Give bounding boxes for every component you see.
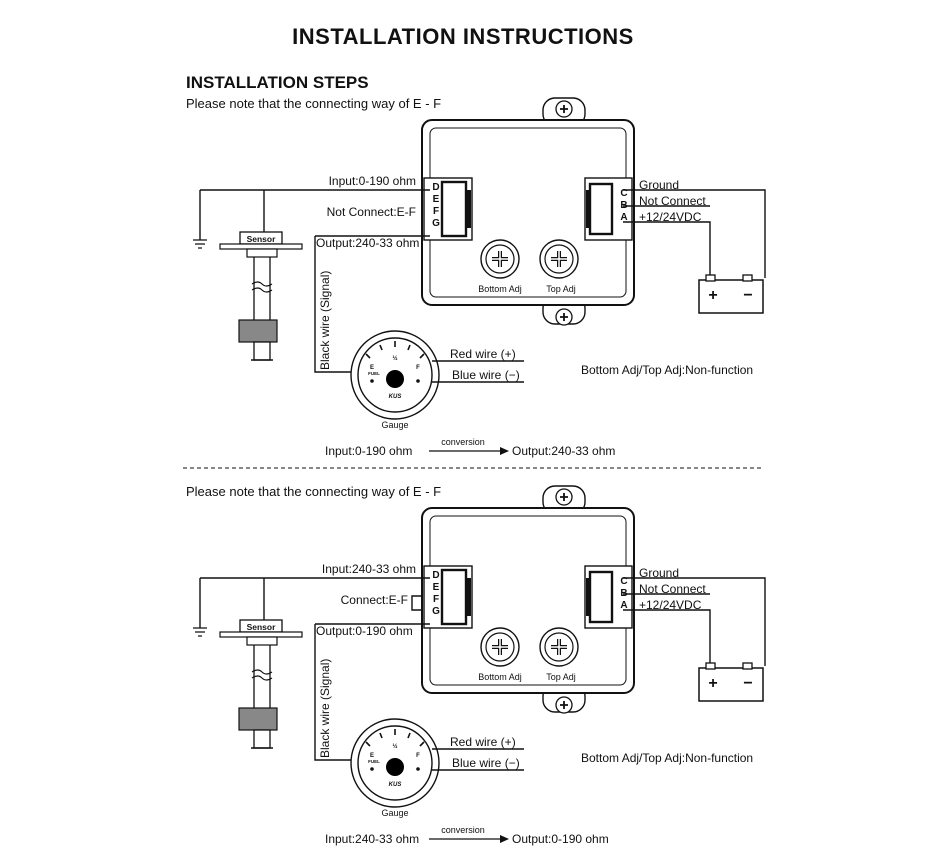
- ground-label: Ground: [639, 566, 679, 580]
- ground-label: Ground: [639, 178, 679, 192]
- not-connect-label: Not Connect: [639, 582, 706, 596]
- mounting-screw-icon: [555, 308, 573, 326]
- output-label: Output:240-33 ohm: [316, 236, 419, 250]
- red-wire-label: Red wire (+): [450, 735, 516, 749]
- top-adj-label: Top Adj: [546, 672, 576, 682]
- output-label: Output:0-190 ohm: [316, 624, 413, 638]
- fuel-gauge-icon: [350, 330, 440, 420]
- bottom-adj-knob-icon: [480, 627, 520, 667]
- gauge-full-mark: F: [416, 365, 420, 371]
- gauge-half-mark: ½: [392, 355, 397, 362]
- power-label: +12/24VDC: [639, 598, 702, 612]
- red-wire-label: Red wire (+): [450, 347, 516, 361]
- fuel-gauge-icon: [350, 718, 440, 808]
- bottom-adj-label: Bottom Adj: [478, 672, 522, 682]
- battery-minus-label: −: [743, 287, 752, 304]
- conversion-from: Input:0-190 ohm: [325, 444, 412, 458]
- wire-signal: [314, 235, 430, 373]
- wire-ground: [623, 189, 766, 278]
- fuel-sensor-icon: [219, 619, 303, 749]
- top-adj-knob-icon: [539, 239, 579, 279]
- gauge-label: Gauge: [381, 420, 408, 430]
- power-label: +12/24VDC: [639, 210, 702, 224]
- section-title: INSTALLATION STEPS: [186, 73, 369, 92]
- gauge-brand-logo: KUS: [389, 782, 402, 788]
- ef-connection-label: Connect:E-F: [341, 593, 408, 607]
- battery-plus-label: +: [708, 287, 717, 304]
- gauge-half-mark: ½: [392, 743, 397, 750]
- not-connect-label: Not Connect: [639, 194, 706, 208]
- black-wire-label: Black wire (Signal): [318, 271, 332, 370]
- ground-symbol-icon: [193, 239, 207, 249]
- gauge-full-mark: F: [416, 753, 420, 759]
- blue-wire-label: Blue wire (−): [452, 756, 520, 770]
- ground-symbol-icon: [193, 627, 207, 637]
- bottom-adj-label: Bottom Adj: [478, 284, 522, 294]
- gauge-empty-mark: E: [370, 365, 374, 371]
- battery-plus-label: +: [708, 675, 717, 692]
- wire-power: [623, 221, 711, 278]
- conversion-to: Output:0-190 ohm: [512, 832, 609, 846]
- battery-icon: [698, 662, 764, 702]
- wire-power: [623, 609, 711, 666]
- connection-note: Please note that the connecting way of E…: [186, 484, 441, 499]
- wire-signal: [314, 623, 430, 761]
- wire-ground: [623, 577, 766, 666]
- sensor-label: Sensor: [247, 622, 277, 632]
- gauge-brand-logo: KUS: [389, 394, 402, 400]
- mounting-screw-icon: [555, 696, 573, 714]
- connection-note: Please note that the connecting way of E…: [186, 96, 441, 111]
- mounting-screw-icon: [555, 100, 573, 118]
- bottom-adj-knob-icon: [480, 239, 520, 279]
- input-label: Input:0-190 ohm: [329, 174, 416, 188]
- black-wire-label: Black wire (Signal): [318, 659, 332, 758]
- ef-connection-label: Not Connect:E-F: [327, 205, 416, 219]
- non-function-note: Bottom Adj/Top Adj:Non-function: [581, 751, 753, 765]
- fuel-sensor-icon: [219, 231, 303, 361]
- wiring-panel-2: Please note that the connecting way of E…: [186, 484, 766, 846]
- input-label: Input:240-33 ohm: [322, 562, 416, 576]
- gauge-fuel-label: FUEL: [368, 759, 380, 764]
- gauge-fuel-label: FUEL: [368, 371, 380, 376]
- page-title: INSTALLATION INSTRUCTIONS: [292, 24, 634, 49]
- battery-minus-label: −: [743, 675, 752, 692]
- gauge-label: Gauge: [381, 808, 408, 818]
- ef-jumper: [411, 595, 423, 611]
- top-adj-label: Top Adj: [546, 284, 576, 294]
- gauge-empty-mark: E: [370, 753, 374, 759]
- non-function-note: Bottom Adj/Top Adj:Non-function: [581, 363, 753, 377]
- wiring-panel-1: Please note that the connecting way of E…: [186, 96, 766, 458]
- converter-module: [421, 97, 635, 326]
- sensor-label: Sensor: [247, 234, 277, 244]
- conversion-to: Output:240-33 ohm: [512, 444, 615, 458]
- battery-icon: [698, 274, 764, 314]
- converter-module: [421, 485, 635, 714]
- mounting-screw-icon: [555, 488, 573, 506]
- top-adj-knob-icon: [539, 627, 579, 667]
- conversion-label: conversion: [441, 825, 485, 835]
- conversion-from: Input:240-33 ohm: [325, 832, 419, 846]
- blue-wire-label: Blue wire (−): [452, 368, 520, 382]
- conversion-label: conversion: [441, 437, 485, 447]
